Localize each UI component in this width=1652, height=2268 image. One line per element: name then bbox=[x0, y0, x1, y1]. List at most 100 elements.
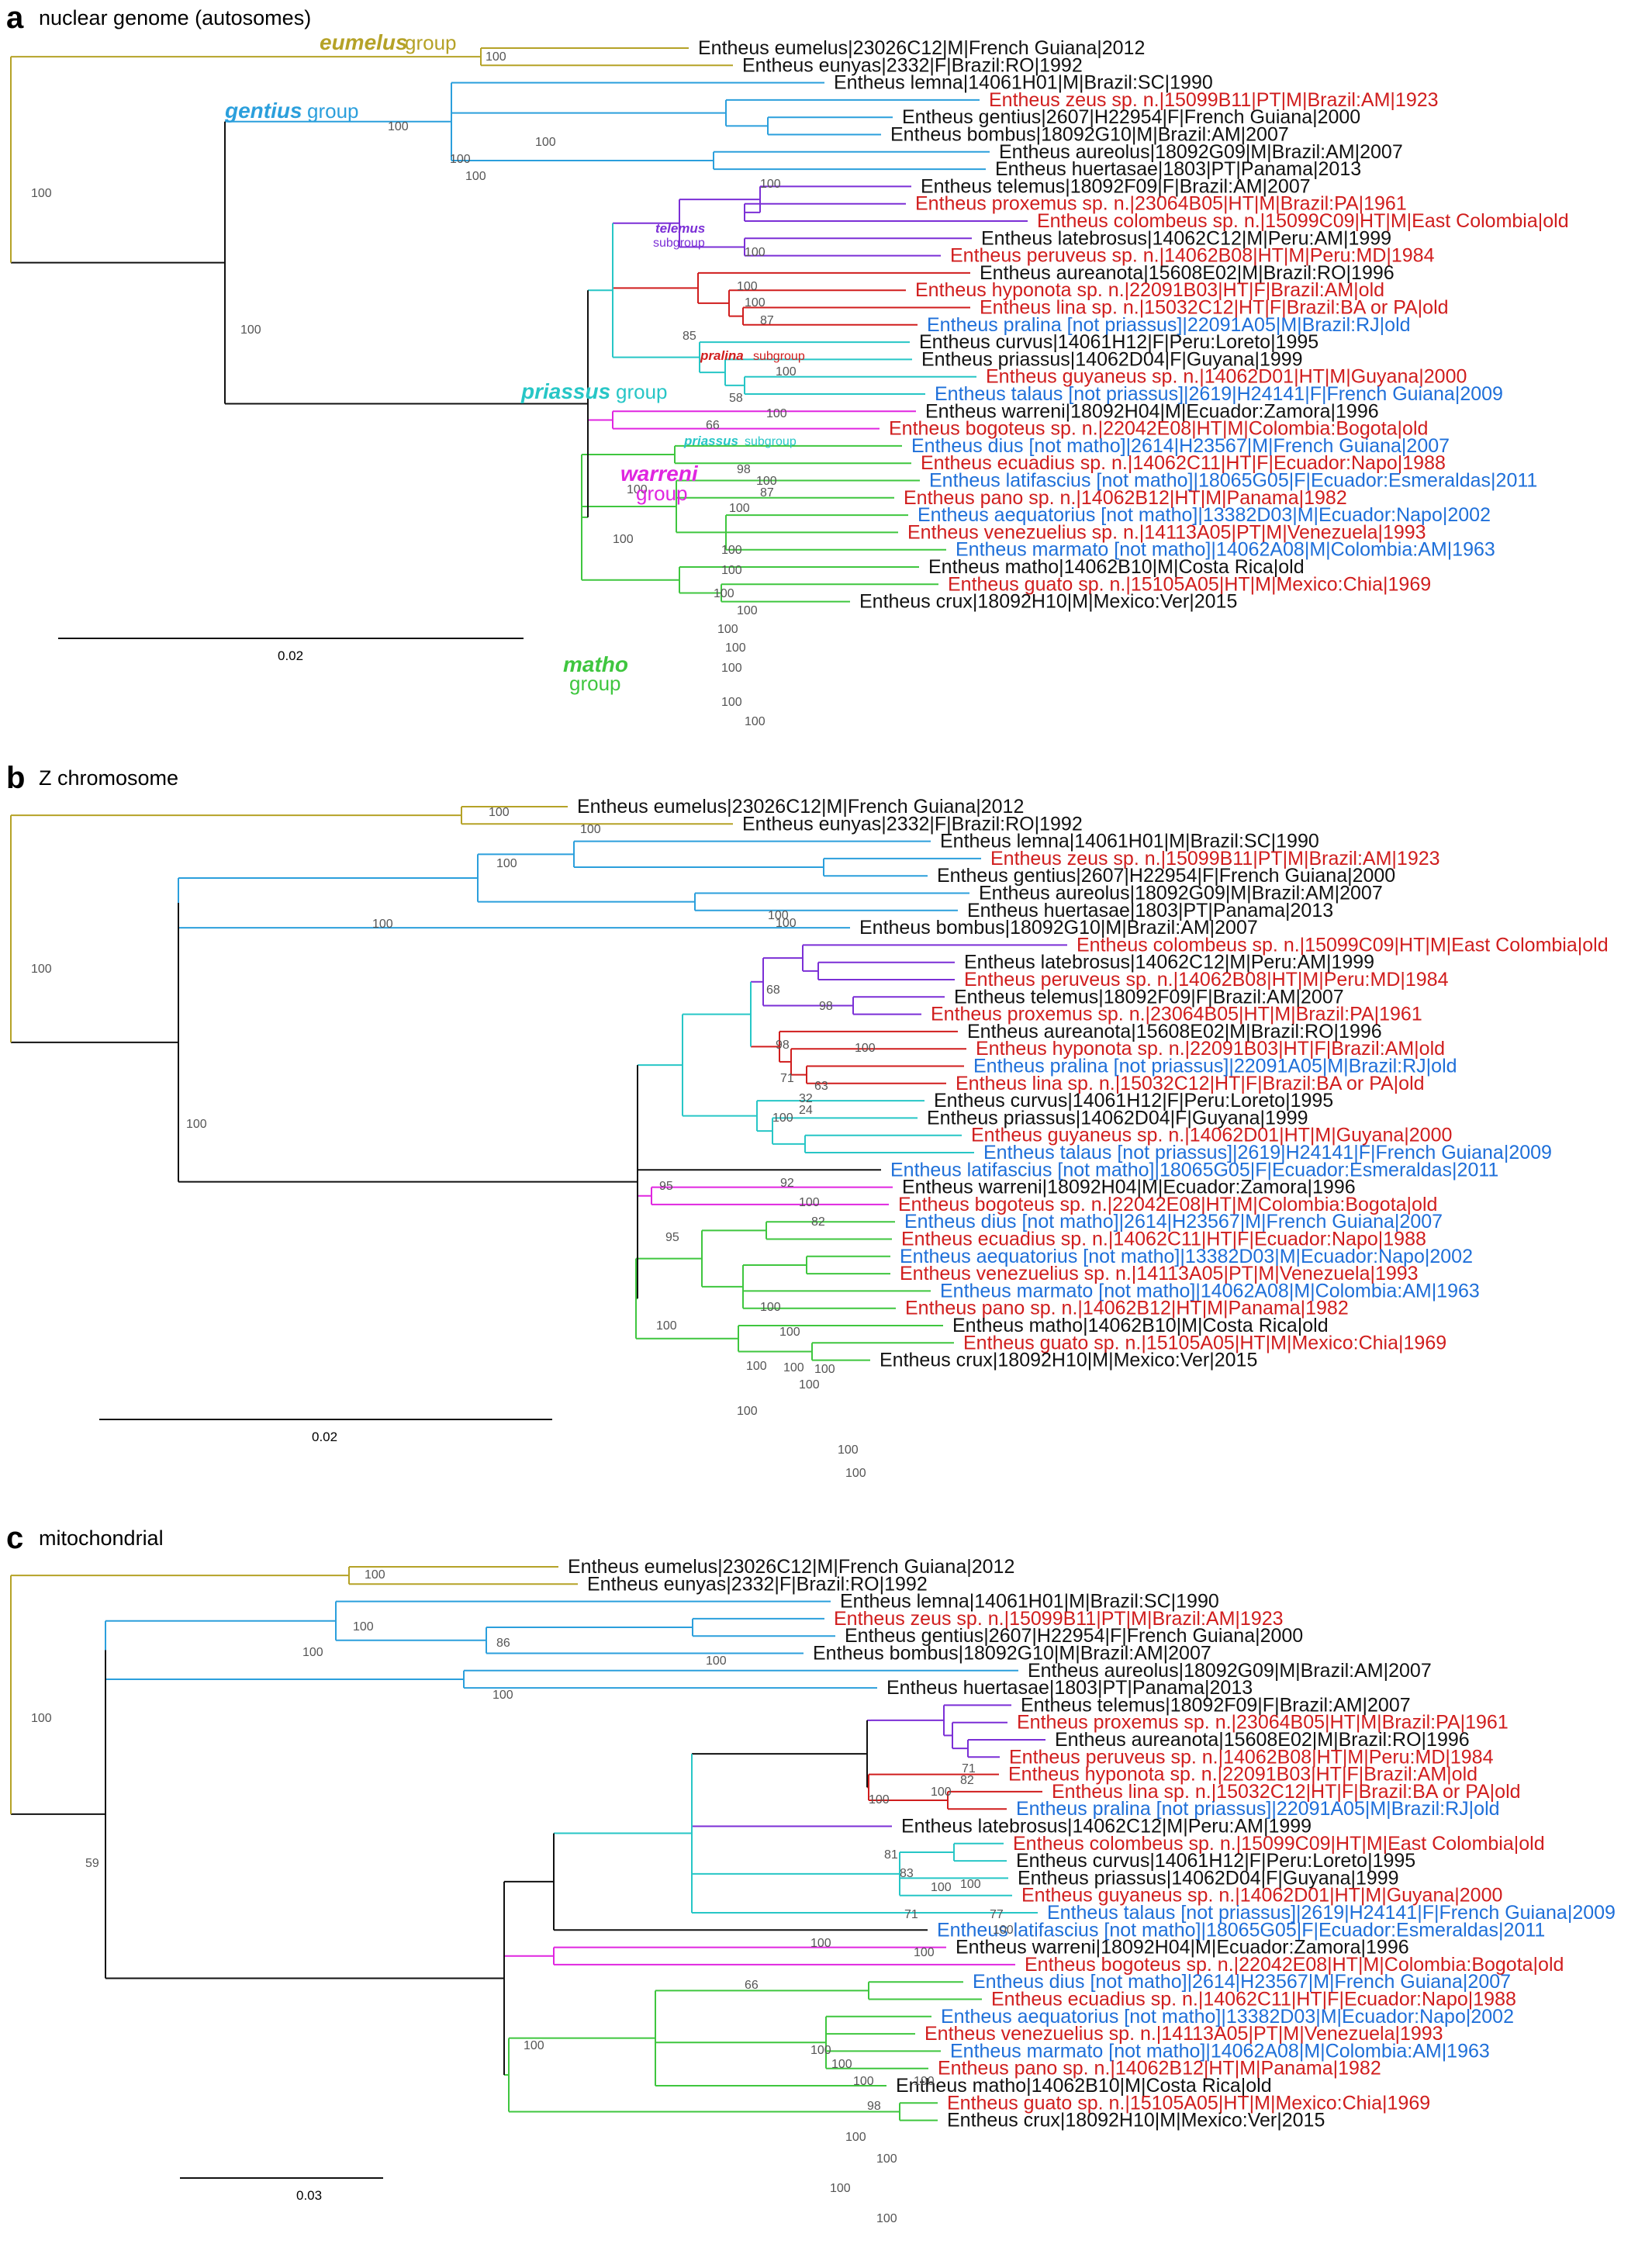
support-value: 100 bbox=[725, 641, 746, 655]
tip-label: Entheus hyponota sp. n.|22091B03|HT|F|Br… bbox=[976, 1038, 1445, 1060]
support-value: 24 bbox=[799, 1104, 813, 1117]
tip-label: Entheus matho|14062B10|M|Costa Rica|old bbox=[896, 2075, 1272, 2097]
support-value: 85 bbox=[683, 330, 696, 343]
tip-label: Entheus ecuadius sp. n.|14062C11|HT|F|Ec… bbox=[921, 452, 1446, 474]
tip-label: Entheus pano sp. n.|14062B12|HT|M|Panama… bbox=[905, 1298, 1349, 1319]
support-value: 100 bbox=[714, 587, 734, 600]
support-value: 81 bbox=[884, 1848, 898, 1862]
tip-label: Entheus latebrosus|14062C12|M|Peru:AM|19… bbox=[981, 227, 1391, 249]
support-value: 95 bbox=[665, 1231, 679, 1244]
support-value: 98 bbox=[867, 2100, 881, 2113]
support-value: 98 bbox=[737, 463, 751, 476]
tip-label: Entheus warreni|18092H04|M|Ecuador:Zamor… bbox=[956, 1937, 1409, 1959]
support-value: 100 bbox=[450, 153, 471, 166]
tip-label: Entheus peruveus sp. n.|14062B08|HT|M|Pe… bbox=[964, 969, 1449, 991]
panel-letter: b bbox=[6, 761, 25, 795]
support-value: 100 bbox=[240, 323, 261, 337]
support-value: 100 bbox=[810, 1937, 831, 1950]
support-values: 1001001001001001001001001008785100581006… bbox=[31, 50, 797, 728]
tip-label: Entheus pralina [not priassus]|22091A05|… bbox=[973, 1056, 1457, 1077]
tip-label: Entheus crux|18092H10|M|Mexico:Ver|2015 bbox=[880, 1350, 1257, 1371]
tip-label: Entheus lemna|14061H01|M|Brazil:SC|1990 bbox=[840, 1591, 1219, 1613]
support-value: 100 bbox=[931, 1881, 952, 1894]
subgroup-word-pralina: subgroup bbox=[753, 350, 805, 363]
support-value: 100 bbox=[31, 963, 52, 976]
tip-label: Entheus huertasae|1803|PT|Panama|2013 bbox=[886, 1677, 1253, 1699]
support-value: 100 bbox=[627, 483, 648, 496]
support-value: 100 bbox=[489, 806, 510, 819]
tip-label: Entheus ecuadius sp. n.|14062C11|HT|F|Ec… bbox=[901, 1229, 1426, 1250]
tip-label: Entheus latifascius [not matho]|18065G05… bbox=[890, 1159, 1498, 1181]
support-value: 100 bbox=[388, 120, 409, 133]
tip-label: Entheus talaus [not priassus]|2619|H2414… bbox=[935, 383, 1503, 405]
support-value: 100 bbox=[914, 2075, 935, 2088]
subgroup-label-telemus: telemus bbox=[655, 221, 705, 236]
tip-label: Entheus telemus|18092F09|F|Brazil:AM|200… bbox=[954, 986, 1344, 1008]
support-value: 100 bbox=[756, 475, 777, 488]
tip-label: Entheus zeus sp. n.|15099B11|PT|M|Brazil… bbox=[989, 89, 1439, 111]
panel-a-nuclear: a nuclear genome (autosomes) Entheus eum… bbox=[6, 1, 1569, 728]
support-value: 100 bbox=[737, 604, 758, 617]
support-value: 66 bbox=[706, 419, 720, 432]
support-value: 100 bbox=[746, 1360, 767, 1373]
tip-label: Entheus marmato [not matho]|14062A08|M|C… bbox=[956, 539, 1495, 561]
tip-label: Entheus curvus|14061H12|F|Peru:Loreto|19… bbox=[919, 331, 1318, 353]
tip-label: Entheus priassus|14062D04|F|Guyana|1999 bbox=[1018, 1867, 1399, 1889]
tip-label: Entheus lina sp. n.|15032C12|HT|F|Brazil… bbox=[1052, 1781, 1521, 1803]
scale-bar-label: 0.03 bbox=[296, 2188, 322, 2203]
support-value: 100 bbox=[931, 1786, 952, 1799]
tree-branches bbox=[10, 1566, 1045, 2121]
support-value: 100 bbox=[760, 1301, 781, 1314]
support-value: 100 bbox=[486, 50, 506, 64]
support-value: 100 bbox=[721, 564, 742, 577]
support-value: 66 bbox=[745, 1979, 759, 1992]
support-value: 100 bbox=[845, 2131, 866, 2144]
tip-label: Entheus latifascius [not matho]|18065G05… bbox=[937, 1919, 1545, 1941]
tip-label: Entheus bogoteus sp. n.|22042E08|HT|M|Co… bbox=[898, 1194, 1437, 1215]
support-value: 100 bbox=[776, 917, 797, 930]
support-value: 82 bbox=[811, 1215, 825, 1229]
group-label-eumelus: eumelus bbox=[320, 30, 408, 54]
support-value: 100 bbox=[302, 1646, 323, 1659]
support-value: 100 bbox=[737, 1405, 758, 1418]
tip-label: Entheus zeus sp. n.|15099B11|PT|M|Brazil… bbox=[834, 1608, 1284, 1630]
support-value: 87 bbox=[760, 486, 774, 500]
group-word-matho: group bbox=[569, 672, 621, 695]
support-value: 95 bbox=[659, 1180, 673, 1193]
tip-label: Entheus aureolus|18092G09|M|Brazil:AM|20… bbox=[979, 883, 1383, 904]
group-label-warreni: warreni bbox=[620, 462, 699, 486]
tip-label: Entheus aequatorius [not matho]|13382D03… bbox=[918, 504, 1491, 526]
tree-branches bbox=[10, 806, 1067, 1361]
tip-label: Entheus marmato [not matho]|14062A08|M|C… bbox=[950, 2040, 1490, 2062]
panel-c-mitochondrial: c mitochondrial Entheus eumelus|23026C12… bbox=[6, 1521, 1616, 2225]
tip-label: Entheus pano sp. n.|14062B12|HT|M|Panama… bbox=[938, 2058, 1381, 2080]
support-value: 100 bbox=[496, 857, 517, 870]
tip-label: Entheus proxemus sp. n.|23064B05|HT|M|Br… bbox=[931, 1004, 1422, 1025]
support-value: 100 bbox=[31, 187, 52, 200]
tip-label: Entheus warreni|18092H04|M|Ecuador:Zamor… bbox=[925, 400, 1379, 422]
tip-label: Entheus guyaneus sp. n.|14062D01|HT|M|Gu… bbox=[1021, 1885, 1502, 1907]
group-label-gentius: gentius bbox=[224, 99, 302, 123]
tip-label: Entheus priassus|14062D04|F|Guyana|1999 bbox=[927, 1107, 1308, 1129]
tip-label: Entheus eunyas|2332|F|Brazil:RO|1992 bbox=[742, 54, 1083, 76]
tip-label: Entheus proxemus sp. n.|23064B05|HT|M|Br… bbox=[1017, 1712, 1509, 1734]
support-value: 100 bbox=[876, 2152, 897, 2166]
tip-label: Entheus hyponota sp. n.|22091B03|HT|F|Br… bbox=[915, 279, 1384, 301]
support-value: 59 bbox=[85, 1857, 99, 1870]
support-value: 100 bbox=[799, 1378, 820, 1392]
subgroup-word-telemus: subgroup bbox=[653, 237, 705, 250]
panel-letter: c bbox=[6, 1521, 23, 1555]
subgroup-label-pralina: pralina bbox=[700, 348, 744, 363]
support-value: 92 bbox=[780, 1177, 794, 1190]
support-value: 98 bbox=[776, 1039, 790, 1052]
tip-label: Entheus bogoteus sp. n.|22042E08|HT|M|Co… bbox=[1025, 1954, 1564, 1976]
tip-label: Entheus colombeus sp. n.|15099C09|HT|M|E… bbox=[1037, 210, 1569, 232]
tip-label: Entheus latifascius [not matho]|18065G05… bbox=[929, 470, 1537, 492]
support-value: 100 bbox=[372, 918, 393, 931]
tip-label: Entheus aureanota|15608E02|M|Brazil:RO|1… bbox=[980, 262, 1395, 284]
support-value: 100 bbox=[745, 296, 766, 309]
tip-label: Entheus eumelus|23026C12|M|French Guiana… bbox=[577, 796, 1024, 818]
support-value: 100 bbox=[535, 136, 556, 149]
tip-label: Entheus aequatorius [not matho]|13382D03… bbox=[900, 1246, 1473, 1267]
